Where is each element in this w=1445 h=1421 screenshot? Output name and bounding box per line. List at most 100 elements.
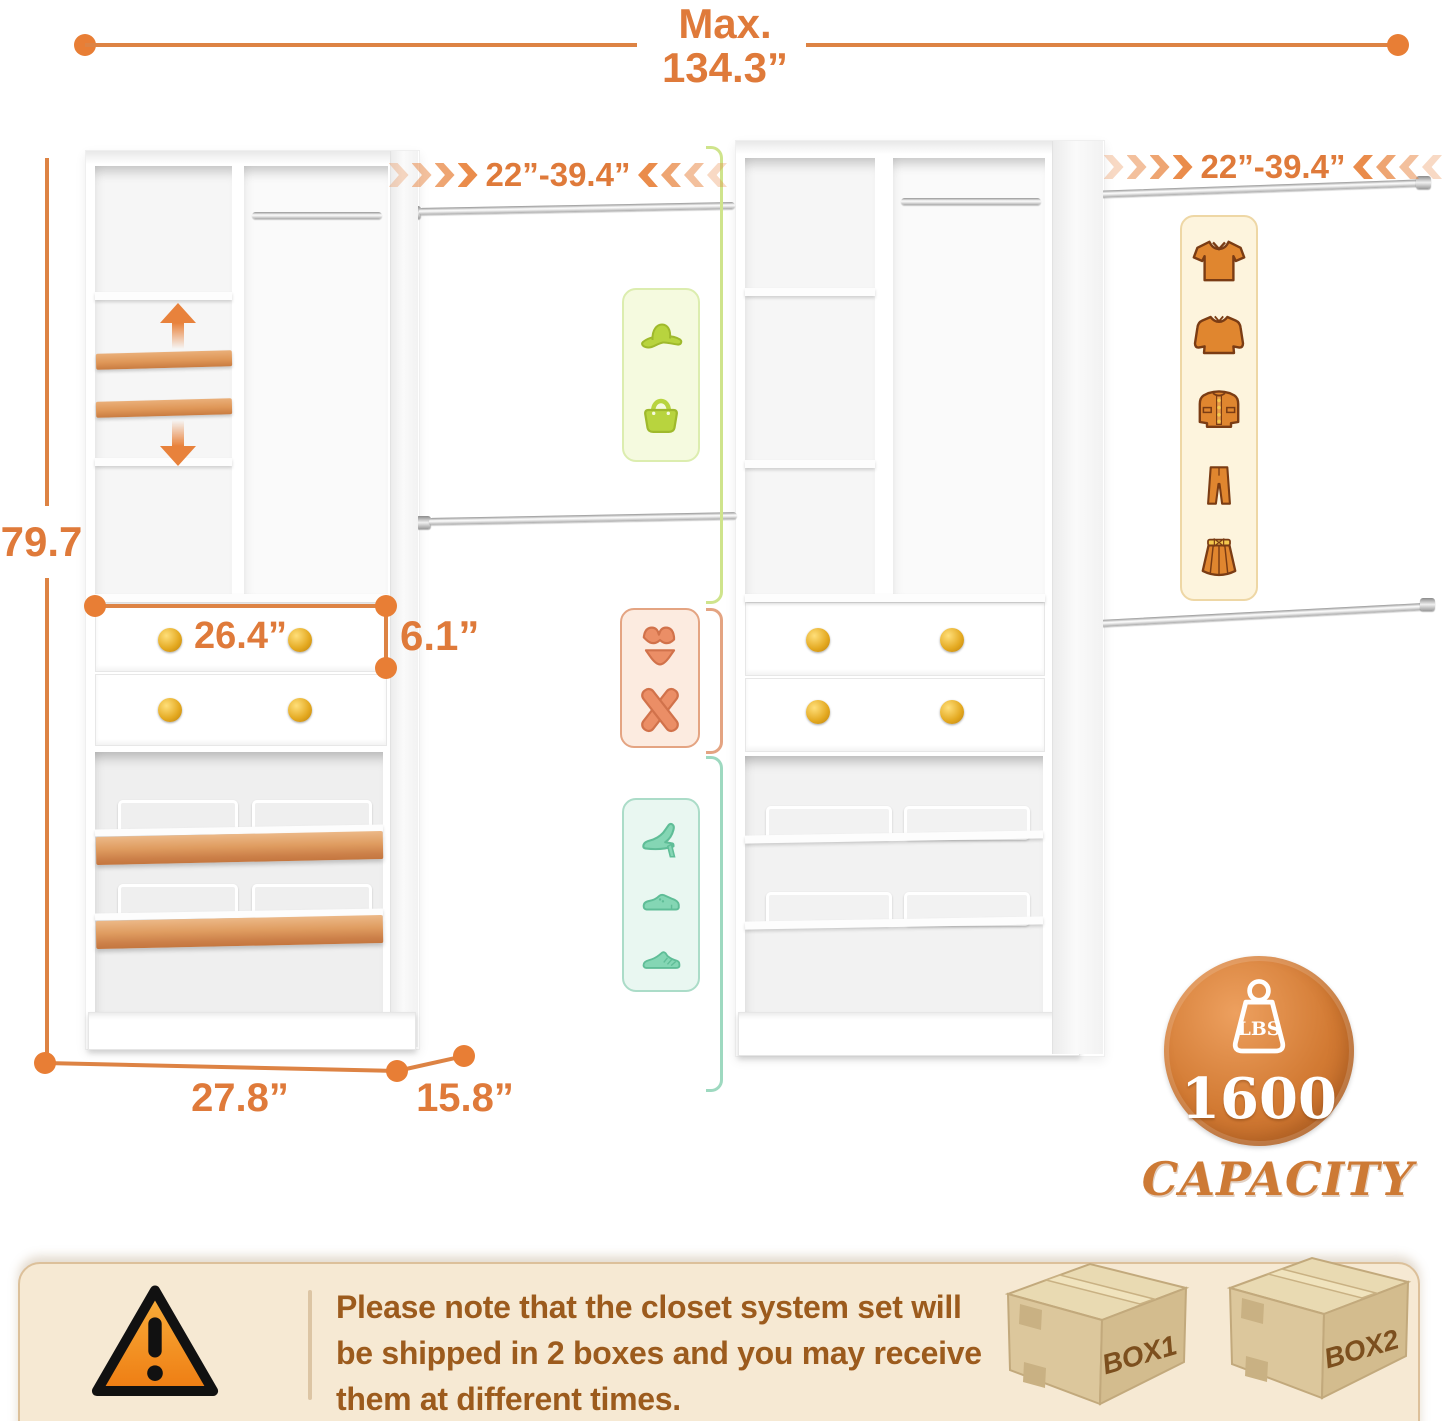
- base-depth-label: 15.8”: [416, 1076, 514, 1120]
- extendable-rod: [1059, 602, 1425, 629]
- banner-divider: [308, 1290, 312, 1400]
- slanted-shoe-shelf-highlight: [95, 830, 384, 866]
- drawer-knob: [158, 698, 182, 722]
- shelf: [95, 594, 388, 602]
- dim-dot: [34, 1052, 56, 1074]
- jacket-icon: [1198, 390, 1240, 428]
- shelf: [745, 594, 1045, 602]
- rod-range-text: 22”-39.4”: [485, 156, 631, 193]
- right-closet-shoe-section: [745, 756, 1043, 1014]
- underwear-icon-panel: [620, 608, 700, 748]
- capacity-label: CAPACITY: [1141, 1152, 1415, 1206]
- base-width-line: [44, 1061, 397, 1073]
- drawer-width-line: [95, 604, 386, 608]
- extendable-rod: [418, 201, 736, 215]
- left-closet-hanging-section: [244, 166, 388, 594]
- dim-dot: [453, 1045, 475, 1067]
- capacity-value: 1600: [1181, 1066, 1337, 1132]
- height-line-lower: [45, 578, 49, 1064]
- bikini-icon: [642, 626, 676, 666]
- drawer-knob: [940, 628, 964, 652]
- long-sleeve-shirt-icon: [1193, 316, 1245, 355]
- left-closet-cubby-column: [95, 166, 232, 594]
- trousers-icon: [1207, 465, 1231, 505]
- chevron-right-icon: [1103, 155, 1124, 179]
- notice-line-2: be shipped in 2 boxes and you may receiv…: [336, 1335, 982, 1371]
- extendable-rod: [428, 512, 738, 525]
- box-1-icon: BOX1: [1004, 1262, 1190, 1406]
- rod-extension-label-right: 22”-39.4”: [1103, 148, 1438, 186]
- chevron-right-icon: [1126, 155, 1147, 179]
- shelf: [745, 460, 875, 468]
- shelf: [95, 292, 232, 300]
- rod-end-cap: [1416, 176, 1431, 189]
- shoes-icon-panel: [622, 798, 700, 992]
- max-value: 134.3”: [661, 44, 789, 91]
- dim-dot: [84, 595, 106, 617]
- chevron-left-icon: [1353, 155, 1373, 179]
- drawer-knob: [158, 628, 182, 652]
- drawer-knob: [806, 700, 830, 724]
- chevron-right-icon: [457, 163, 478, 187]
- skirt-icon: [1201, 538, 1237, 577]
- drawer-width-label: 26.4”: [194, 615, 287, 657]
- chevron-left-icon: [1399, 155, 1419, 179]
- hanging-rod: [901, 198, 1041, 205]
- shipping-boxes: BOX1 BOX2: [1004, 1256, 1412, 1406]
- right-closet-cubby-column: [745, 158, 875, 594]
- chevron-left-icon: [1422, 155, 1442, 179]
- warning-icon: [91, 1285, 219, 1397]
- sneaker-icon: [642, 951, 681, 969]
- t-shirt-icon: [1192, 240, 1246, 282]
- dim-dot: [375, 657, 397, 679]
- left-closet-shoe-section: [95, 752, 383, 1014]
- left-closet-base: [88, 1012, 416, 1050]
- hanging-rod: [252, 212, 382, 219]
- right-closet-top: [736, 141, 1102, 154]
- sun-hat-icon: [641, 323, 683, 349]
- drawer: [95, 674, 387, 746]
- drawer-knob: [288, 698, 312, 722]
- shelf: [95, 458, 232, 466]
- chevron-left-icon: [638, 163, 658, 187]
- handbag-icon: [644, 399, 678, 434]
- chevron-right-icon: [1149, 155, 1170, 179]
- slanted-shoe-shelf-highlight: [95, 914, 384, 950]
- chevron-left-icon: [1376, 155, 1396, 179]
- dim-dot: [375, 595, 397, 617]
- chevron-right-icon: [411, 163, 432, 187]
- notice-line-1: Please note that the closet system set w…: [336, 1289, 962, 1325]
- drawer: [745, 602, 1045, 676]
- chevron-left-icon: [661, 163, 681, 187]
- shoes-zone-bracket: [706, 756, 723, 1092]
- rod-end-cap: [1420, 598, 1435, 611]
- leather-shoe-icon: [642, 893, 680, 911]
- max-prefix: Max.: [678, 0, 772, 47]
- shelf-adjust-down-arrow: [160, 420, 196, 466]
- right-closet-side-panel: [1052, 141, 1103, 1054]
- rod-range-text: 22”-39.4”: [1200, 148, 1346, 185]
- accessories-icon-panel: [622, 288, 700, 462]
- underwear-zone-bracket: [706, 608, 723, 754]
- left-closet-top: [86, 151, 417, 164]
- right-closet-base: [738, 1012, 1080, 1056]
- dim-dot: [386, 1060, 408, 1082]
- drawer: [745, 678, 1045, 752]
- chevron-right-icon: [434, 163, 455, 187]
- clothing-icon-panel: [1180, 215, 1258, 601]
- height-line-upper: [45, 158, 49, 506]
- notice-line-3: them at different times.: [336, 1381, 681, 1417]
- dim-dot: [1387, 34, 1409, 56]
- shipping-notice-text: Please note that the closet system set w…: [336, 1284, 1036, 1421]
- drawer-knob: [806, 628, 830, 652]
- top-width-label: Max. 134.3”: [620, 2, 830, 90]
- drawer-knob: [940, 700, 964, 724]
- high-heel-icon: [642, 822, 676, 858]
- base-width-label: 27.8”: [191, 1076, 289, 1120]
- drawer-height-label: 6.1”: [400, 612, 480, 659]
- drawer-height-line: [384, 606, 388, 668]
- rod-end-cap: [416, 516, 431, 529]
- chevron-right-icon: [1172, 155, 1193, 179]
- shelf-adjust-up-arrow: [160, 303, 196, 349]
